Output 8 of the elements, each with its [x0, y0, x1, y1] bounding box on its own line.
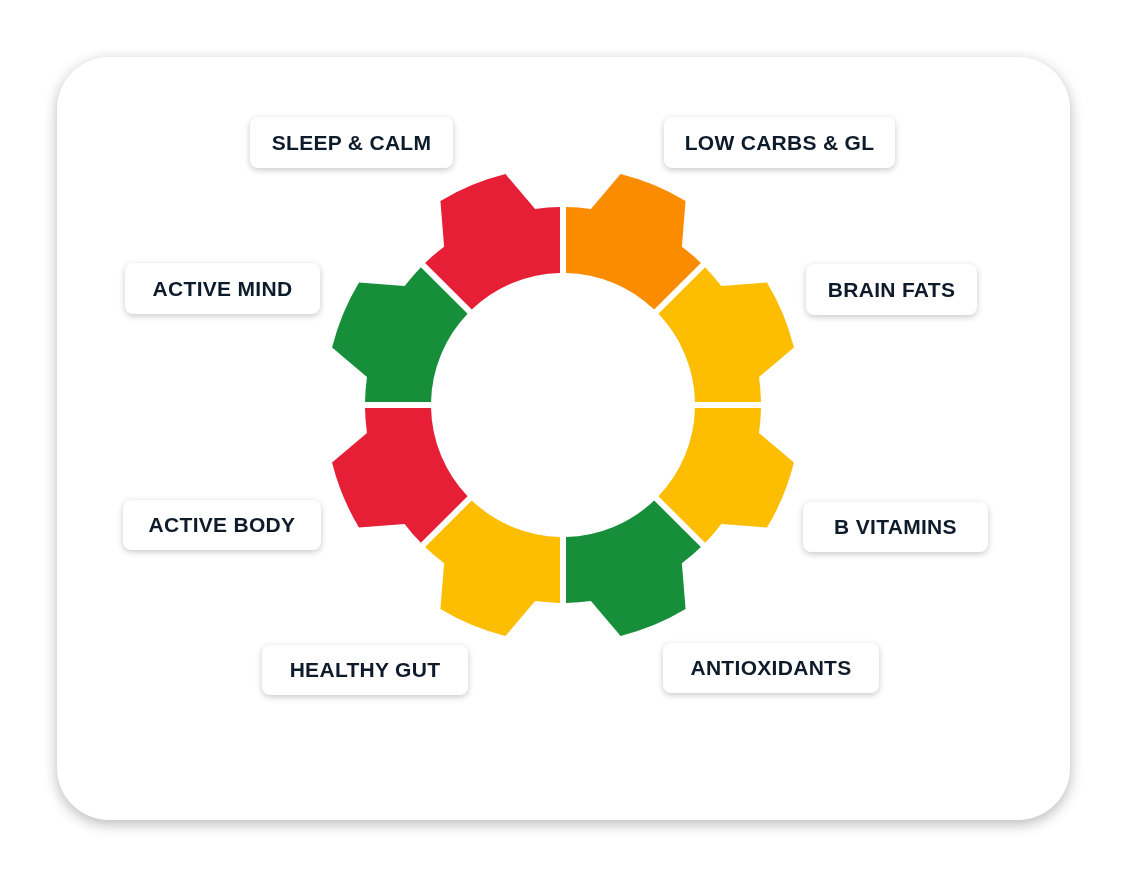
category-label: HEALTHY GUT	[262, 645, 468, 695]
category-label: ACTIVE BODY	[123, 500, 321, 550]
category-label: ACTIVE MIND	[125, 263, 320, 314]
category-label: LOW CARBS & GL	[664, 117, 895, 168]
category-label: BRAIN FATS	[806, 264, 977, 315]
category-label: ANTIOXIDANTS	[663, 643, 879, 693]
category-label: B VITAMINS	[803, 502, 988, 552]
category-label: SLEEP & CALM	[250, 117, 453, 168]
